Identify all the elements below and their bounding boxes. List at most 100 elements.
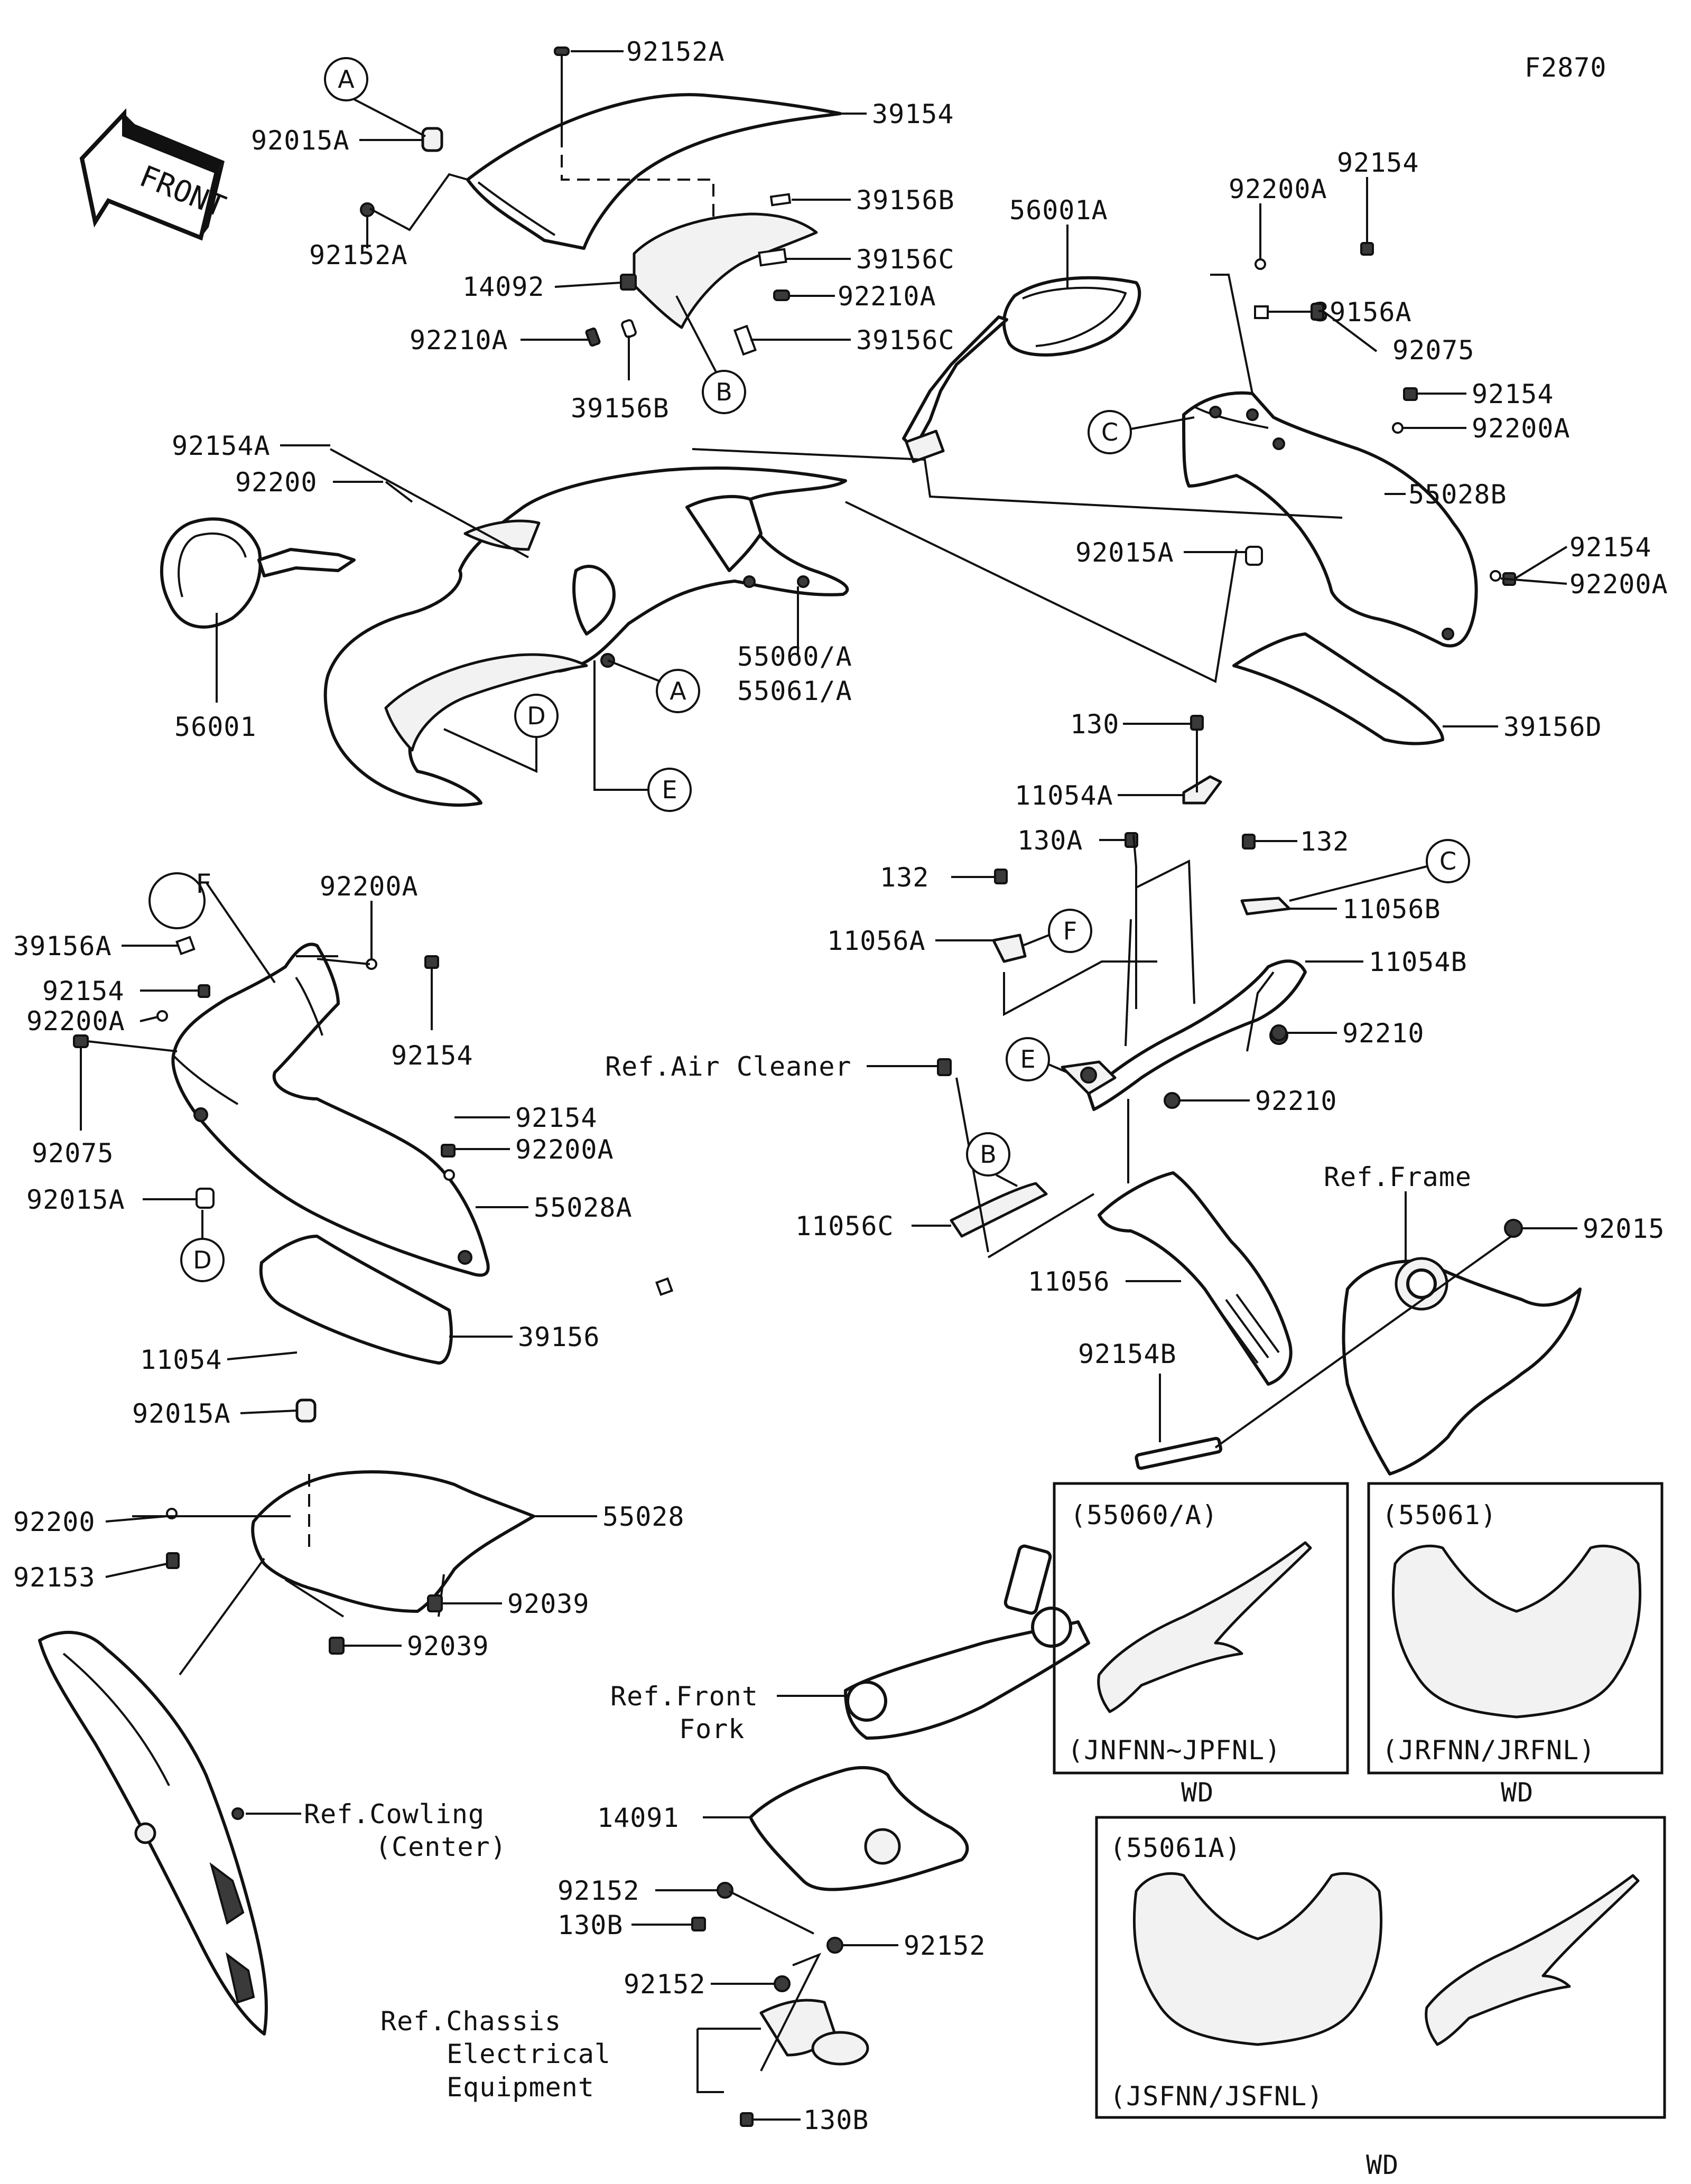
callout-letter: F: [1063, 917, 1077, 945]
nut-icon: [1504, 1219, 1523, 1238]
part-label-p55061a: 55061/A: [737, 676, 852, 706]
inner-cover-55028: [251, 1470, 535, 1655]
variant-models-55061A: (JSFNN/JSFNL): [1110, 2081, 1323, 2112]
part-label-p92154-c: 92154: [1569, 532, 1652, 563]
bolt-icon: [937, 1058, 952, 1076]
side-fairing-55028A: [171, 942, 490, 1277]
part-label-p39156a-b: 39156A: [13, 931, 112, 962]
part-label-p130b-b: 130B: [803, 2105, 869, 2135]
part-label-p39156b-b: 39156B: [571, 393, 670, 424]
callout-f-stay: F: [1022, 909, 1092, 953]
variant-title-55061A: (55061A): [1110, 1833, 1241, 1863]
part-label-p92154-e: 92154: [391, 1040, 473, 1071]
washer-icon: [1255, 258, 1266, 270]
stay-e-mount: [1061, 1060, 1117, 1095]
part-label-front-fork-1: Ref.Front: [610, 1681, 758, 1712]
part-label-p92015a-d: 92015A: [132, 1398, 231, 1429]
part-label-p11054: 11054: [140, 1345, 222, 1375]
callout-letter: E: [1020, 1045, 1035, 1074]
part-label-p39156b-a: 39156B: [856, 185, 955, 216]
grommet-icon: [717, 1882, 733, 1899]
washer-icon: [1490, 570, 1501, 582]
stay-11054A: [1182, 775, 1222, 805]
washer-icon: [443, 1169, 455, 1181]
part-label-p14091: 14091: [597, 1803, 680, 1833]
part-label-chassis-2: Electrical: [447, 2039, 611, 2069]
part-label-frame: Ref.Frame: [1324, 1162, 1472, 1192]
part-label-p39154: 39154: [872, 99, 954, 129]
screw-icon: [1403, 387, 1418, 401]
part-label-p92075-a: 92075: [1392, 335, 1475, 366]
part-label-p92075-b: 92075: [32, 1138, 114, 1169]
grommet-icon: [196, 1188, 215, 1209]
variant-market-55061: WD: [1501, 1777, 1534, 1808]
part-label-p39156a-a: 39156A: [1313, 297, 1412, 328]
part-label-p130b-a: 130B: [558, 1910, 623, 1940]
part-label-p56001a: 56001A: [1009, 195, 1108, 226]
front-fork-ref: [844, 1544, 1090, 1740]
bolt-icon: [691, 1917, 706, 1931]
screw-icon: [554, 46, 570, 56]
part-label-p92200-b: 92200: [13, 1507, 96, 1537]
long-bolt-icon: [1135, 1436, 1223, 1470]
part-label-p92210a-a: 92210A: [838, 281, 936, 312]
bolt-icon: [1125, 832, 1138, 848]
trim-strip-39156: [259, 1235, 453, 1365]
grommet-icon: [1245, 546, 1263, 566]
variant-models-55061: (JRFNN/JRFNL): [1382, 1735, 1595, 1766]
washer-icon: [1392, 422, 1404, 434]
washer-icon: [156, 1010, 168, 1022]
part-label-p11056a: 11056A: [827, 926, 926, 956]
part-label-p92152-c: 92152: [624, 1969, 706, 2000]
part-label-front-fork-2: Fork: [679, 1714, 745, 1744]
callout-letter: B: [716, 378, 732, 406]
part-label-p92015: 92015: [1583, 1214, 1665, 1244]
upper-fairing-assembly: [323, 466, 849, 807]
part-label-p92154b: 92154B: [1078, 1339, 1177, 1369]
variant-title-55060A: (55060/A): [1070, 1500, 1218, 1530]
screw-icon: [198, 984, 210, 998]
part-label-p55028: 55028: [602, 1501, 685, 1532]
part-label-p39156c-b: 39156C: [856, 325, 955, 356]
callout-a-top: A: [324, 57, 426, 137]
part-label-p130: 130: [1070, 709, 1119, 740]
chassis-electrical-ref: [759, 1999, 869, 2066]
part-label-p14092: 14092: [462, 272, 545, 302]
part-label-p92154-a: 92154: [1337, 147, 1419, 178]
clip-icon: [655, 1277, 674, 1296]
rivet-icon: [73, 1034, 89, 1048]
part-label-p39156c-a: 39156C: [856, 244, 955, 275]
part-label-p92200a-c: 92200A: [1569, 569, 1668, 600]
bolt-icon: [1190, 715, 1204, 731]
part-label-p92039-a: 92039: [507, 1589, 590, 1619]
part-label-p132-b: 132: [1300, 826, 1349, 857]
variant-market-55060A: WD: [1181, 1777, 1214, 1808]
part-label-cowling-1: Ref.Cowling: [304, 1799, 485, 1830]
callout-letter: A: [670, 677, 686, 705]
nut-icon: [1270, 1024, 1287, 1041]
bracket-11056B: [1240, 897, 1291, 916]
part-label-p92200a-f: 92200A: [515, 1134, 614, 1165]
part-label-p92152a-top: 92152A: [626, 36, 725, 67]
callout-b-top: B: [675, 295, 746, 414]
bracket-11056A: [992, 934, 1027, 963]
callout-letter: A: [338, 65, 355, 94]
part-labels: 92152A 39154 92015A 39156B 39156C 14092 …: [13, 36, 1668, 2135]
part-label-p92015a-c: 92015A: [26, 1184, 125, 1215]
part-label-p130a: 130A: [1017, 825, 1083, 856]
part-label-p11054a: 11054A: [1015, 780, 1113, 811]
variant-title-55061: (55061): [1382, 1500, 1497, 1530]
screw-icon: [441, 1144, 456, 1158]
screw-icon: [1360, 242, 1374, 256]
part-label-p11056b: 11056B: [1342, 894, 1441, 925]
grommet-icon: [295, 1398, 317, 1423]
variant-market-55061A: WD: [1366, 2150, 1399, 2180]
part-label-p92200a-b: 92200A: [1472, 413, 1571, 444]
frame-ref: [1342, 1257, 1582, 1476]
inner-panel-14091: [749, 1766, 969, 1891]
grommet-icon: [826, 1937, 843, 1954]
variant-box-55060A: (55060/A) (JNFNN~JPFNL): [1053, 1482, 1349, 1775]
part-label-p92154-b: 92154: [1472, 379, 1554, 409]
part-label-p92153: 92153: [13, 1562, 96, 1593]
